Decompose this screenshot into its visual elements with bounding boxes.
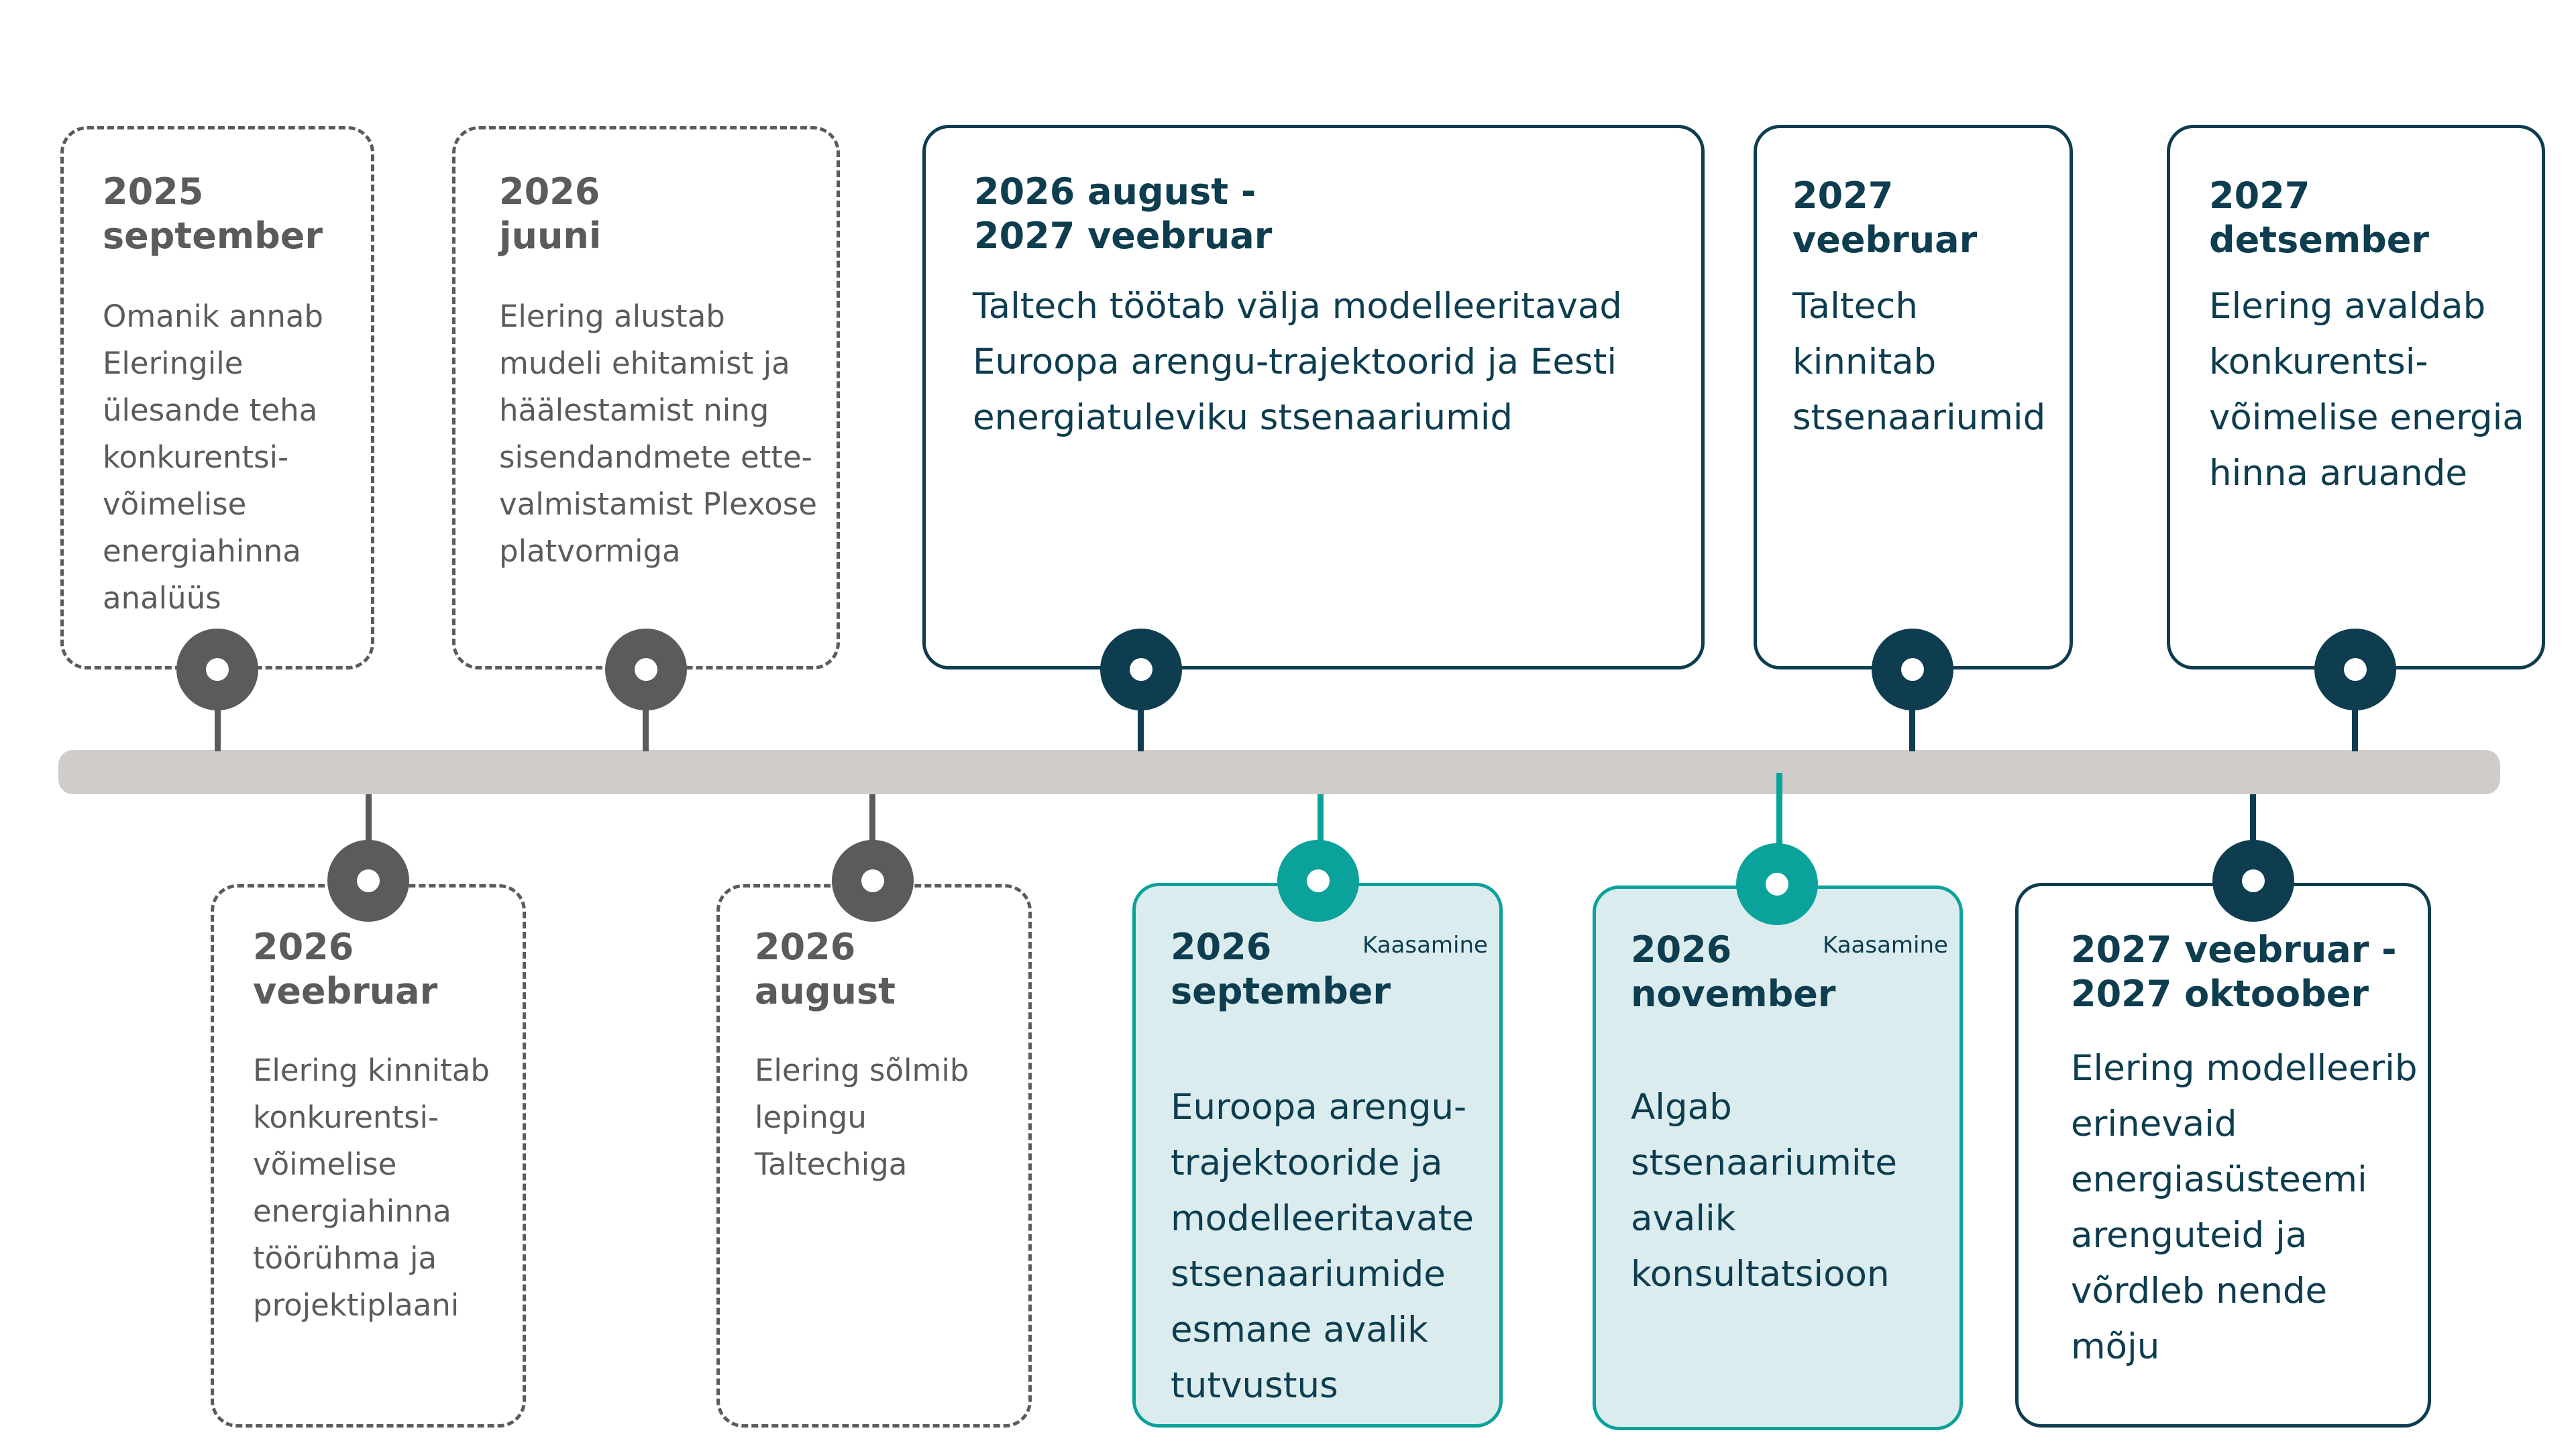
milestone-date: 2026 september <box>1171 926 1391 1012</box>
stem-bottom-3 <box>1776 773 1782 844</box>
milestone-marker-icon <box>1100 629 1182 710</box>
milestone-description: Elering modelleerib erinevaid energiasüs… <box>2071 1048 2418 1367</box>
milestone-date: 2025 september <box>103 170 323 257</box>
milestone-date: 2026 veebruar <box>253 926 438 1012</box>
milestone-date: 2027 veebruar <box>1792 174 1978 261</box>
milestone-card-2026-juuni: 2026 juuni Elering alustab mudeli ehitam… <box>452 126 840 669</box>
milestone-date: 2026 august <box>755 926 896 1012</box>
milestone-date: 2026 august - 2027 veebruar <box>974 170 1273 257</box>
stem-top-1 <box>643 708 649 751</box>
milestone-marker-icon <box>832 840 914 922</box>
milestone-marker-icon <box>1736 843 1818 925</box>
milestone-marker-icon <box>1872 629 1953 710</box>
milestone-card-2025-september: 2025 september Omanik annab Eleringile ü… <box>60 126 374 669</box>
milestone-card-2026-august-2027-veebruar: 2026 august - 2027 veebruar Taltech tööt… <box>922 125 1705 669</box>
milestone-description: Elering sõlmib lepingu Taltechiga <box>755 1053 969 1182</box>
timeline-axis <box>58 750 2500 794</box>
milestone-card-2026-september: Kaasamine 2026 september Euroopa arengu-… <box>1132 883 1503 1428</box>
milestone-description: Taltech kinnitab stsenaariumid <box>1792 286 2046 438</box>
stem-bottom-1 <box>869 794 875 844</box>
stem-bottom-2 <box>1318 794 1324 844</box>
engagement-tag: Kaasamine <box>1362 932 1488 959</box>
milestone-marker-icon <box>2314 629 2396 710</box>
engagement-tag: Kaasamine <box>1823 932 1948 959</box>
milestone-card-2026-veebruar: 2026 veebruar Elering kinnitab konkurent… <box>211 884 526 1428</box>
milestone-description: Algab stsenaariumite avalik konsultatsio… <box>1631 1087 1898 1295</box>
milestone-date: 2027 veebruar - 2027 oktoober <box>2071 928 2397 1015</box>
stem-bottom-4 <box>2250 794 2256 844</box>
milestone-description: Elering alustab mudeli ehitamist ja hääl… <box>499 299 817 569</box>
milestone-marker-icon <box>176 629 258 710</box>
stem-top-0 <box>215 708 221 751</box>
milestone-date: 2027 detsember <box>2209 174 2430 261</box>
milestone-description: Taltech töötab välja modelleeritavad Eur… <box>973 286 1623 438</box>
stem-bottom-0 <box>366 794 372 844</box>
milestone-card-2026-august: 2026 august Elering sõlmib lepingu Talte… <box>716 884 1032 1428</box>
milestone-card-2027-veebruar-2027-oktoober: 2027 veebruar - 2027 oktoober Elering mo… <box>2015 883 2431 1428</box>
milestone-description: Elering avaldab konkurentsi- võimelise e… <box>2209 286 2524 494</box>
milestone-description: Euroopa arengu- trajektooride ja modelle… <box>1171 1087 1474 1406</box>
milestone-date: 2026 juuni <box>499 170 602 257</box>
milestone-marker-icon <box>327 840 409 922</box>
milestone-marker-icon <box>2212 840 2294 922</box>
milestone-card-2026-november: Kaasamine 2026 november Algab stsenaariu… <box>1593 885 1963 1430</box>
milestone-marker-icon <box>1277 840 1359 922</box>
stem-top-2 <box>1138 708 1144 751</box>
milestone-marker-icon <box>605 629 687 710</box>
stem-top-3 <box>1909 708 1915 751</box>
milestone-card-2027-detsember: 2027 detsember Elering avaldab konkurent… <box>2167 125 2545 669</box>
stem-top-4 <box>2352 708 2358 751</box>
milestone-description: Elering kinnitab konkurentsi- võimelise … <box>253 1053 490 1323</box>
milestone-description: Omanik annab Eleringile ülesande teha ko… <box>103 299 323 616</box>
milestone-date: 2026 november <box>1631 928 1836 1015</box>
milestone-card-2027-veebruar: 2027 veebruar Taltech kinnitab stsenaari… <box>1754 125 2073 669</box>
